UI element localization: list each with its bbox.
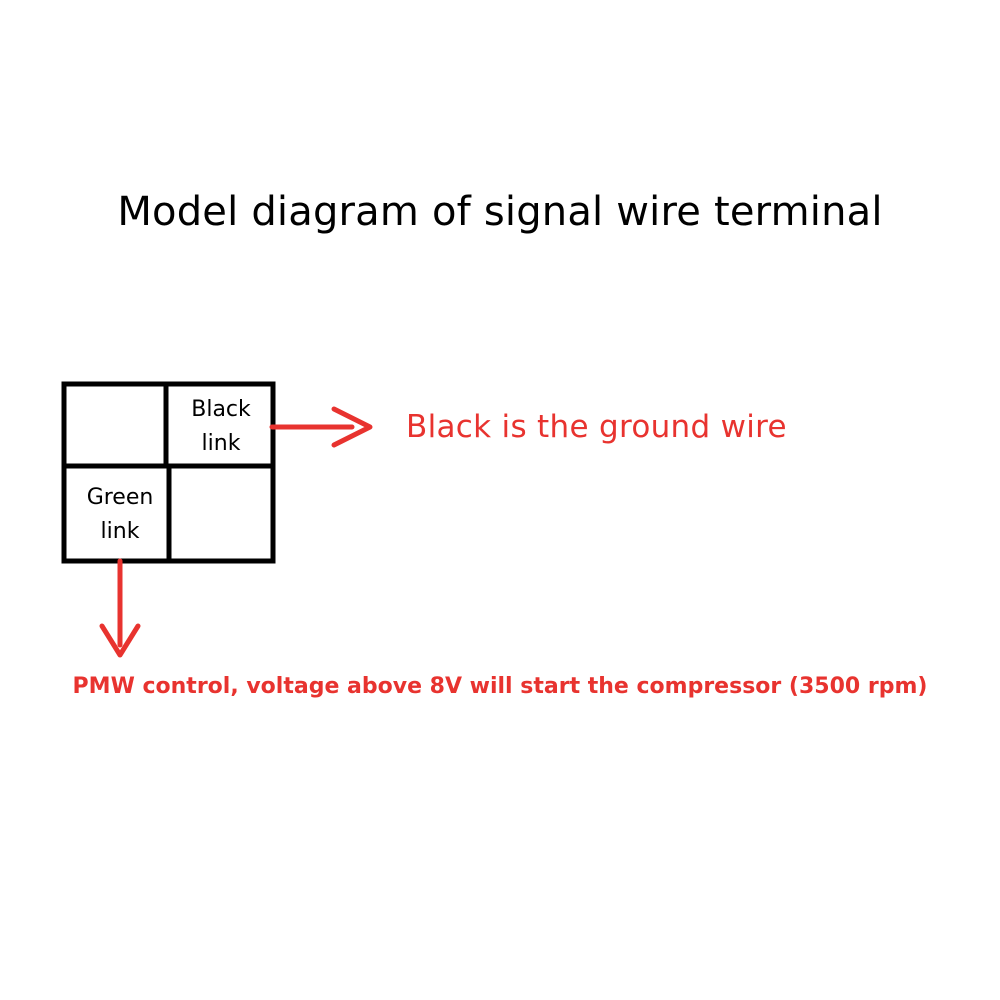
black-arrow-head [331,406,373,448]
black-link-line2: link [201,431,241,456]
green-wire-annotation: PMW control, voltage above 8V will start… [72,674,928,699]
green-link-label: Green link [68,481,172,549]
green-link-line2: link [100,519,140,544]
green-link-line1: Green [86,485,154,510]
black-wire-annotation: Black is the ground wire [406,409,787,445]
diagram-title: Model diagram of signal wire terminal [117,189,883,235]
black-link-line1: Black [191,397,251,422]
black-link-label: Black link [171,393,271,461]
green-arrow-head [99,623,141,658]
